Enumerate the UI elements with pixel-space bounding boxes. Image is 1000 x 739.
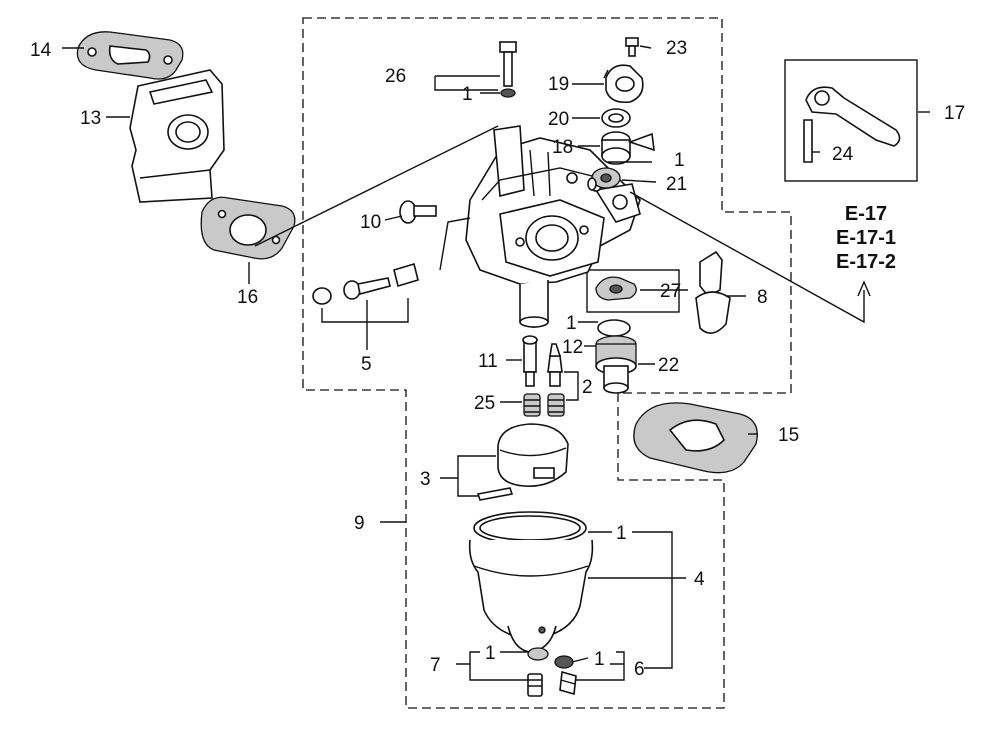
part-2-jet	[547, 343, 563, 387]
part-8-float-valve	[695, 250, 731, 334]
callout-9: 9	[354, 513, 365, 534]
leader-lines	[62, 45, 930, 681]
part-11-needle	[522, 335, 538, 387]
parts-box-17	[784, 59, 918, 182]
part-1-washer-a	[500, 88, 516, 98]
part-5-pilot-screw-set	[312, 262, 419, 305]
callout-1-f: 1	[594, 649, 605, 670]
part-13-insulator	[129, 69, 225, 203]
callout-21: 21	[666, 174, 687, 195]
callout-1-d: 1	[616, 523, 627, 544]
callout-13: 13	[80, 108, 101, 129]
part-27-clip	[595, 276, 637, 301]
callout-6: 6	[634, 659, 645, 680]
part-18-collar	[601, 131, 655, 165]
callout-24: 24	[832, 144, 854, 165]
part-1-washer-bolt7	[527, 647, 549, 661]
callout-12: 12	[562, 337, 583, 358]
part-25-springs	[523, 393, 565, 417]
callout-labels: 14 13 16 10 5 26 1 23 19 20 18 1 21 17 2…	[30, 38, 965, 680]
part-26-screw	[499, 41, 517, 87]
callout-20: 20	[548, 109, 569, 130]
assembly-boundary	[302, 17, 792, 709]
ref-e17-2: E-17-2	[836, 251, 896, 273]
part-15-gasket	[633, 402, 758, 474]
ref-e17-1: E-17-1	[836, 227, 896, 249]
part-21-jet	[587, 167, 621, 191]
part-22-nozzle-holder	[595, 335, 637, 394]
callout-17: 17	[944, 103, 965, 124]
callout-18: 18	[552, 137, 573, 158]
part-16-gasket	[200, 196, 296, 260]
part-6-bolt	[559, 670, 577, 696]
callout-11: 11	[478, 351, 498, 372]
callout-1-b: 1	[674, 150, 685, 171]
callout-2: 2	[582, 377, 593, 398]
callout-3: 3	[420, 469, 431, 490]
part-19-lever	[605, 64, 644, 104]
part-4-float-bowl	[468, 511, 594, 653]
callout-26: 26	[385, 66, 406, 87]
parts-box-27	[586, 269, 680, 313]
callout-4: 4	[694, 569, 705, 590]
callout-7: 7	[430, 655, 441, 676]
callout-15: 15	[778, 425, 799, 446]
callout-1-e: 1	[485, 643, 496, 664]
callout-8: 8	[757, 287, 768, 308]
callout-19: 19	[548, 74, 569, 95]
callout-22: 22	[658, 355, 679, 376]
callout-5: 5	[361, 354, 372, 375]
part-1-washer-bolt6	[554, 655, 574, 669]
callout-16: 16	[237, 287, 258, 308]
part-20-seal	[601, 108, 631, 128]
part-12-oring	[597, 319, 631, 337]
part-14-gasket	[76, 31, 184, 80]
callout-23: 23	[666, 38, 687, 59]
part-24-pin	[803, 119, 813, 163]
callout-14: 14	[30, 40, 52, 61]
part-23-screw	[625, 37, 639, 57]
part-17-choke-lever	[805, 86, 901, 147]
part-7-bolt	[527, 673, 543, 697]
callout-27: 27	[660, 281, 681, 302]
callout-1-a: 1	[462, 84, 473, 105]
callout-25: 25	[474, 393, 495, 414]
part-3-float	[476, 423, 569, 501]
callout-10: 10	[360, 212, 381, 233]
callout-1-c: 1	[566, 313, 577, 334]
ref-e17: E-17	[845, 203, 887, 225]
part-10-screw	[399, 200, 437, 224]
